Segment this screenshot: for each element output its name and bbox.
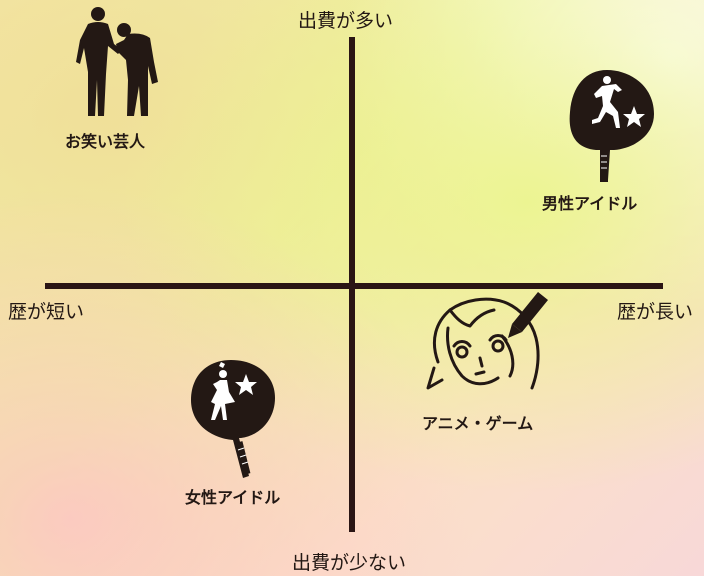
item-male-idol-label: 男性アイドル (542, 194, 638, 213)
item-anime-game: アニメ・ゲーム (420, 288, 570, 438)
item-female-idol-label: 女性アイドル (185, 488, 281, 507)
uchiwa-fan-dancer-icon (569, 70, 654, 182)
axis-label-left: 歴が短い (8, 301, 85, 323)
comedians-silhouette-icon (76, 7, 158, 116)
item-comedian: お笑い芸人 (62, 4, 182, 154)
axis-label-top: 出費が多い (298, 10, 394, 32)
axis-label-right: 歴が長い (617, 301, 694, 323)
uchiwa-fan-idol-icon (191, 360, 275, 478)
anime-face-pen-icon (426, 292, 548, 390)
item-male-idol: 男性アイドル (530, 62, 670, 213)
item-female-idol: 女性アイドル (183, 358, 323, 513)
item-anime-game-label: アニメ・ゲーム (422, 414, 534, 433)
item-comedian-label: お笑い芸人 (65, 132, 146, 151)
horizontal-axis (45, 283, 663, 289)
axis-label-bottom: 出費が少ない (292, 552, 407, 574)
